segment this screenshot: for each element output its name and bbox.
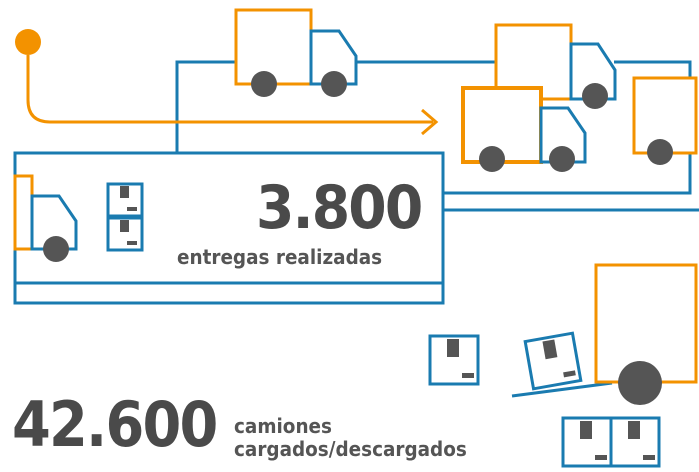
- trucks-count: 42.600: [12, 388, 218, 461]
- trucks-caption-line2: cargados/descargados: [234, 437, 467, 461]
- box-icon: [428, 334, 480, 386]
- wheel-icon: [549, 146, 575, 172]
- deliveries-count: 3.800: [256, 173, 423, 243]
- route: [15, 29, 439, 136]
- wheel-icon: [43, 236, 69, 262]
- route-arrow-icon: [421, 108, 439, 136]
- wheel-icon: [251, 71, 277, 97]
- wheel-icon: [618, 361, 662, 405]
- stacked-boxes-icon: [106, 182, 144, 252]
- box-icon: [523, 331, 583, 391]
- route-line: [26, 55, 433, 124]
- wheel-icon: [582, 83, 608, 109]
- truck-icon: [13, 174, 78, 262]
- wheel-icon: [479, 146, 505, 172]
- wheel-icon: [647, 139, 673, 165]
- wheel-icon: [321, 71, 347, 97]
- trailer-icon: [594, 263, 698, 405]
- trucks-caption-line1: camiones: [234, 414, 332, 438]
- truck-icon: [234, 8, 358, 97]
- stacked-boxes-icon: [561, 416, 661, 468]
- truck-icon: [461, 86, 587, 172]
- trailer-icon: [632, 76, 698, 165]
- trucks-caption: camiones cargados/descargados: [234, 415, 467, 461]
- origin-dot-icon: [15, 29, 41, 55]
- deliveries-caption: entregas realizadas: [177, 245, 383, 269]
- loading-ramp: [511, 381, 613, 398]
